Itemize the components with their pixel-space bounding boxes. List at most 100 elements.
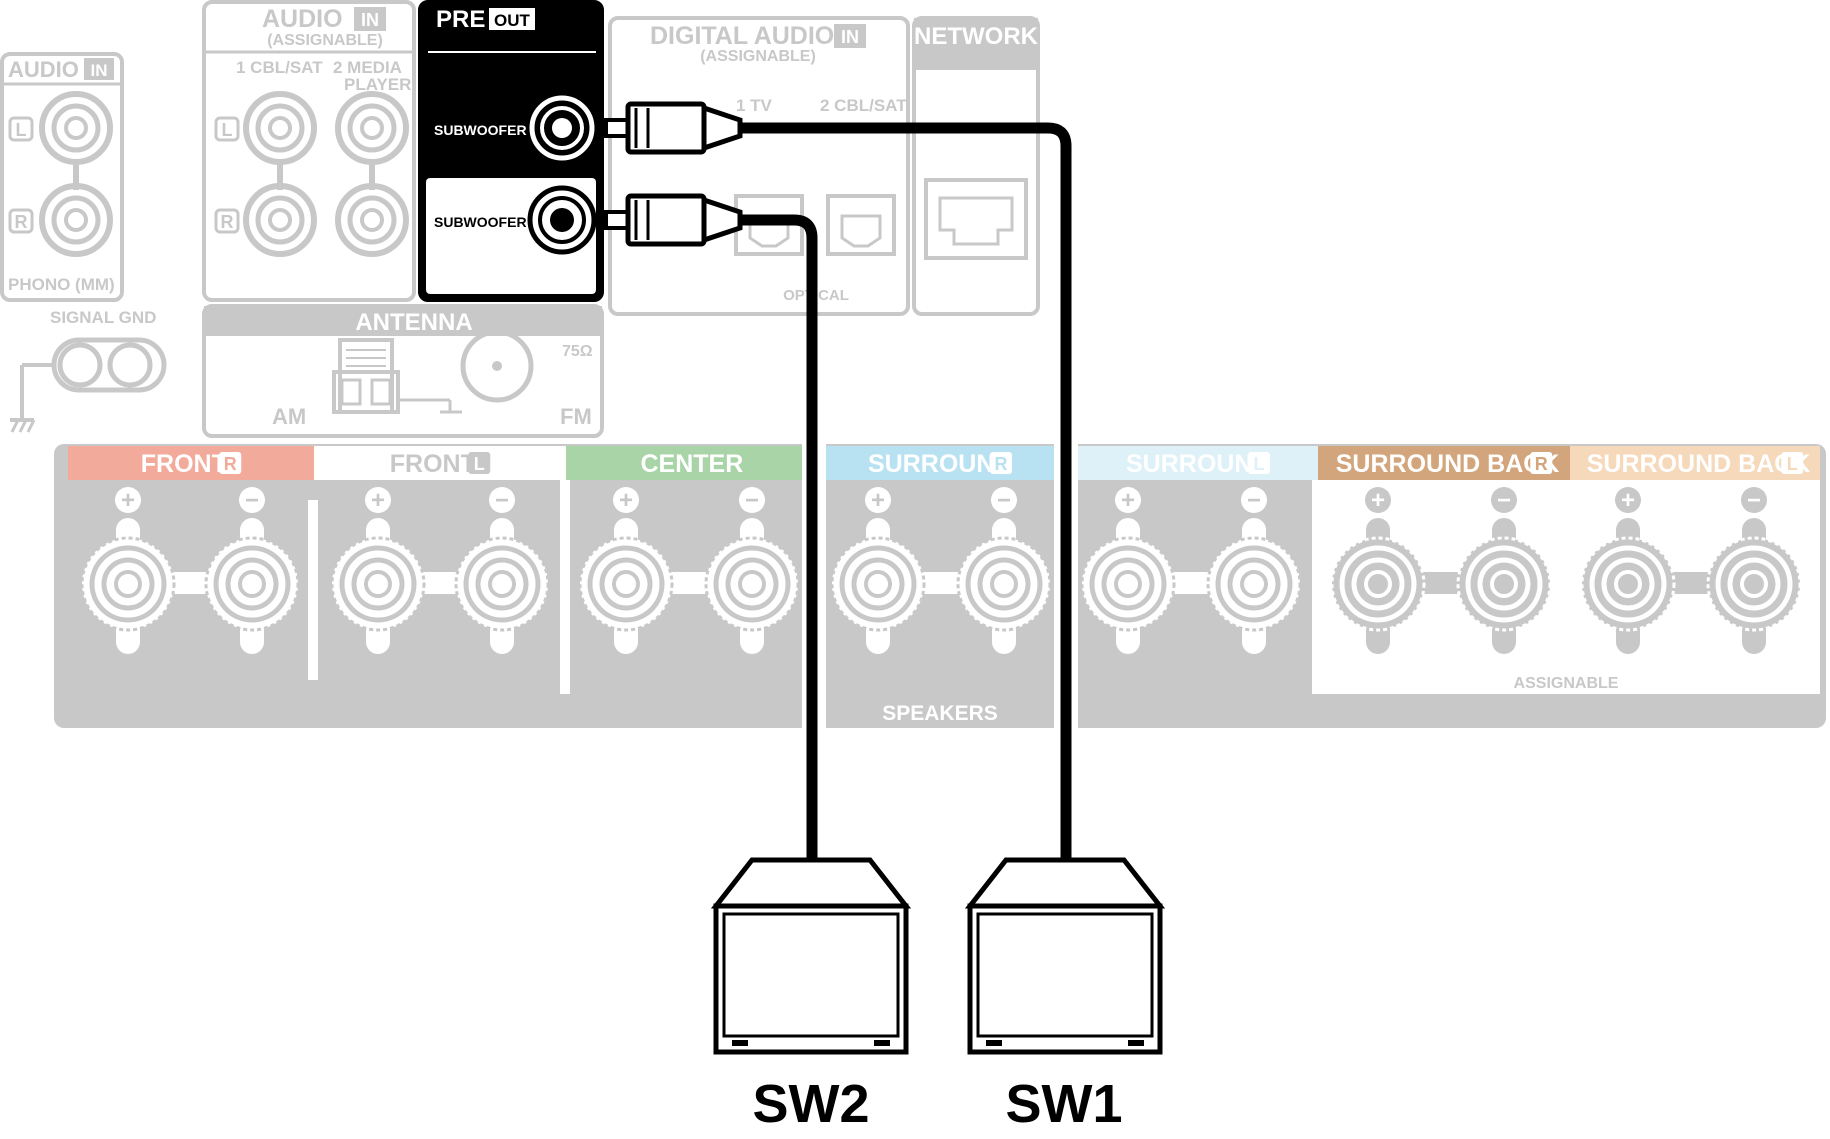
channel-side: R [1535, 454, 1548, 474]
channel-name: FRONT [390, 450, 476, 478]
sw2-label: SW2 [752, 1074, 869, 1134]
channel-side: R [995, 454, 1008, 474]
assignable-sub-label: (ASSIGNABLE) [267, 32, 383, 49]
minus-icon [739, 487, 765, 513]
optical-cbl-sat-port[interactable] [826, 194, 896, 256]
speaker-terminal-minus[interactable]: − [704, 487, 800, 654]
minus-icon [239, 487, 265, 513]
sw1-rca-plug [598, 101, 743, 155]
network-block: NETWORK [912, 16, 1040, 316]
speaker-terminal-plus[interactable]: + [1580, 487, 1676, 654]
channel-header-bg [1078, 446, 1318, 480]
terminal-inner-ring [475, 557, 529, 611]
channel-side-badge [1781, 452, 1804, 474]
am-label: AM [272, 404, 306, 429]
terminal-inner-ring [599, 557, 653, 611]
subwoofer-2-label: SUBWOOFER 2 [434, 214, 538, 230]
terminal-inner-ring [851, 557, 905, 611]
speaker-terminal-minus[interactable]: − [1706, 487, 1802, 654]
terminal-hole [1114, 570, 1142, 598]
speaker-terminal-plus[interactable]: + [1080, 487, 1176, 654]
phono-mm-label: PHONO (MM) [8, 275, 115, 294]
terminal-knurl [454, 536, 550, 632]
audio-in-assignable-block: AUDIO IN (ASSIGNABLE) 1 CBL/SAT 2 MEDIA … [202, 0, 416, 302]
plus-icon [865, 487, 891, 513]
phono-in-badge: IN [91, 61, 108, 80]
phono-l-jack[interactable] [39, 91, 113, 165]
cbl-sat-r-jack[interactable] [243, 183, 317, 257]
terminal-ring [1465, 545, 1543, 623]
plus-mark: + [1121, 487, 1135, 514]
terminal-hole [612, 570, 640, 598]
sw1-cable [740, 122, 1072, 860]
sw2-cable [740, 214, 818, 860]
subwoofer-1-jack[interactable] [529, 95, 595, 161]
terminal-ring [339, 545, 417, 623]
plus-mark: + [1371, 487, 1385, 514]
minus-icon [1241, 487, 1267, 513]
channel-side: R [224, 454, 237, 474]
channel-side-badge [219, 452, 242, 474]
am-terminal[interactable] [332, 338, 462, 414]
channel-header-bg [566, 446, 802, 480]
speaker-terminal-minus[interactable]: − [454, 487, 550, 654]
speakers-panel: SPEAKERSASSIGNABLEFRONTR+−FRONTL+−CENTER… [54, 444, 1826, 728]
terminal-ring [89, 545, 167, 623]
terminal-hole [364, 570, 392, 598]
network-port[interactable] [924, 178, 1028, 260]
speaker-terminal-minus[interactable]: − [204, 487, 300, 654]
speaker-terminal-plus[interactable]: + [330, 487, 426, 654]
terminal-ring [839, 545, 917, 623]
minus-mark: − [997, 487, 1011, 514]
terminal-knurl [704, 536, 800, 632]
speaker-terminal-minus[interactable]: − [1456, 487, 1552, 654]
signal-gnd-terminal[interactable]: SIGNAL GND [10, 308, 167, 433]
front-divider [308, 500, 318, 680]
speaker-terminal-minus[interactable]: − [956, 487, 1052, 654]
terminal-inner-ring [1351, 557, 1405, 611]
assignable-l-mark: L [222, 120, 233, 140]
pre-out-block: PRE OUT SUBWOOFER 1 SUBWOOFER 2 [418, 0, 604, 302]
terminal-inner-ring [725, 557, 779, 611]
channel-header-bg [1318, 446, 1570, 480]
input-2-label-line2: PLAYER [344, 75, 411, 94]
speaker-terminal-plus[interactable]: + [578, 487, 674, 654]
digital-1-label: 1 TV [736, 96, 773, 115]
cbl-sat-l-jack[interactable] [243, 91, 317, 165]
channel-side-badge [1530, 452, 1553, 474]
terminal-knurl [1706, 536, 1802, 632]
minus-icon [991, 487, 1017, 513]
speaker-terminal-minus[interactable]: − [1206, 487, 1302, 654]
assignable-label: ASSIGNABLE [1514, 675, 1619, 692]
channel-name: CENTER [641, 450, 744, 478]
speaker-terminal-plus[interactable]: + [80, 487, 176, 654]
channel-name: SURROUND BACK [1336, 450, 1560, 478]
terminal-ring [1589, 545, 1667, 623]
terminal-ring [213, 545, 291, 623]
front-center-divider [560, 480, 570, 694]
terminal-hole [990, 570, 1018, 598]
phono-r-jack[interactable] [39, 183, 113, 257]
terminal-hole [1614, 570, 1642, 598]
subwoofer-cables [598, 101, 1072, 860]
terminal-hole [1240, 570, 1268, 598]
speaker-terminal-plus[interactable]: + [1330, 487, 1426, 654]
terminal-ring [1339, 545, 1417, 623]
media-player-l-jack[interactable] [335, 91, 409, 165]
terminal-ring [1215, 545, 1293, 623]
fm-terminal[interactable] [460, 329, 534, 403]
phono-audio-in-block: AUDIO IN L R PHONO (MM) [0, 52, 124, 302]
plus-icon [613, 487, 639, 513]
terminal-ring [965, 545, 1043, 623]
terminal-hole [1490, 570, 1518, 598]
fm-label: FM [560, 404, 592, 429]
media-player-r-jack[interactable] [335, 183, 409, 257]
speaker-terminal-plus[interactable]: + [830, 487, 926, 654]
terminal-inner-ring [225, 557, 279, 611]
input-1-label: 1 CBL/SAT [236, 58, 323, 77]
terminal-hole [114, 570, 142, 598]
subwoofer-2-jack[interactable] [527, 185, 597, 255]
